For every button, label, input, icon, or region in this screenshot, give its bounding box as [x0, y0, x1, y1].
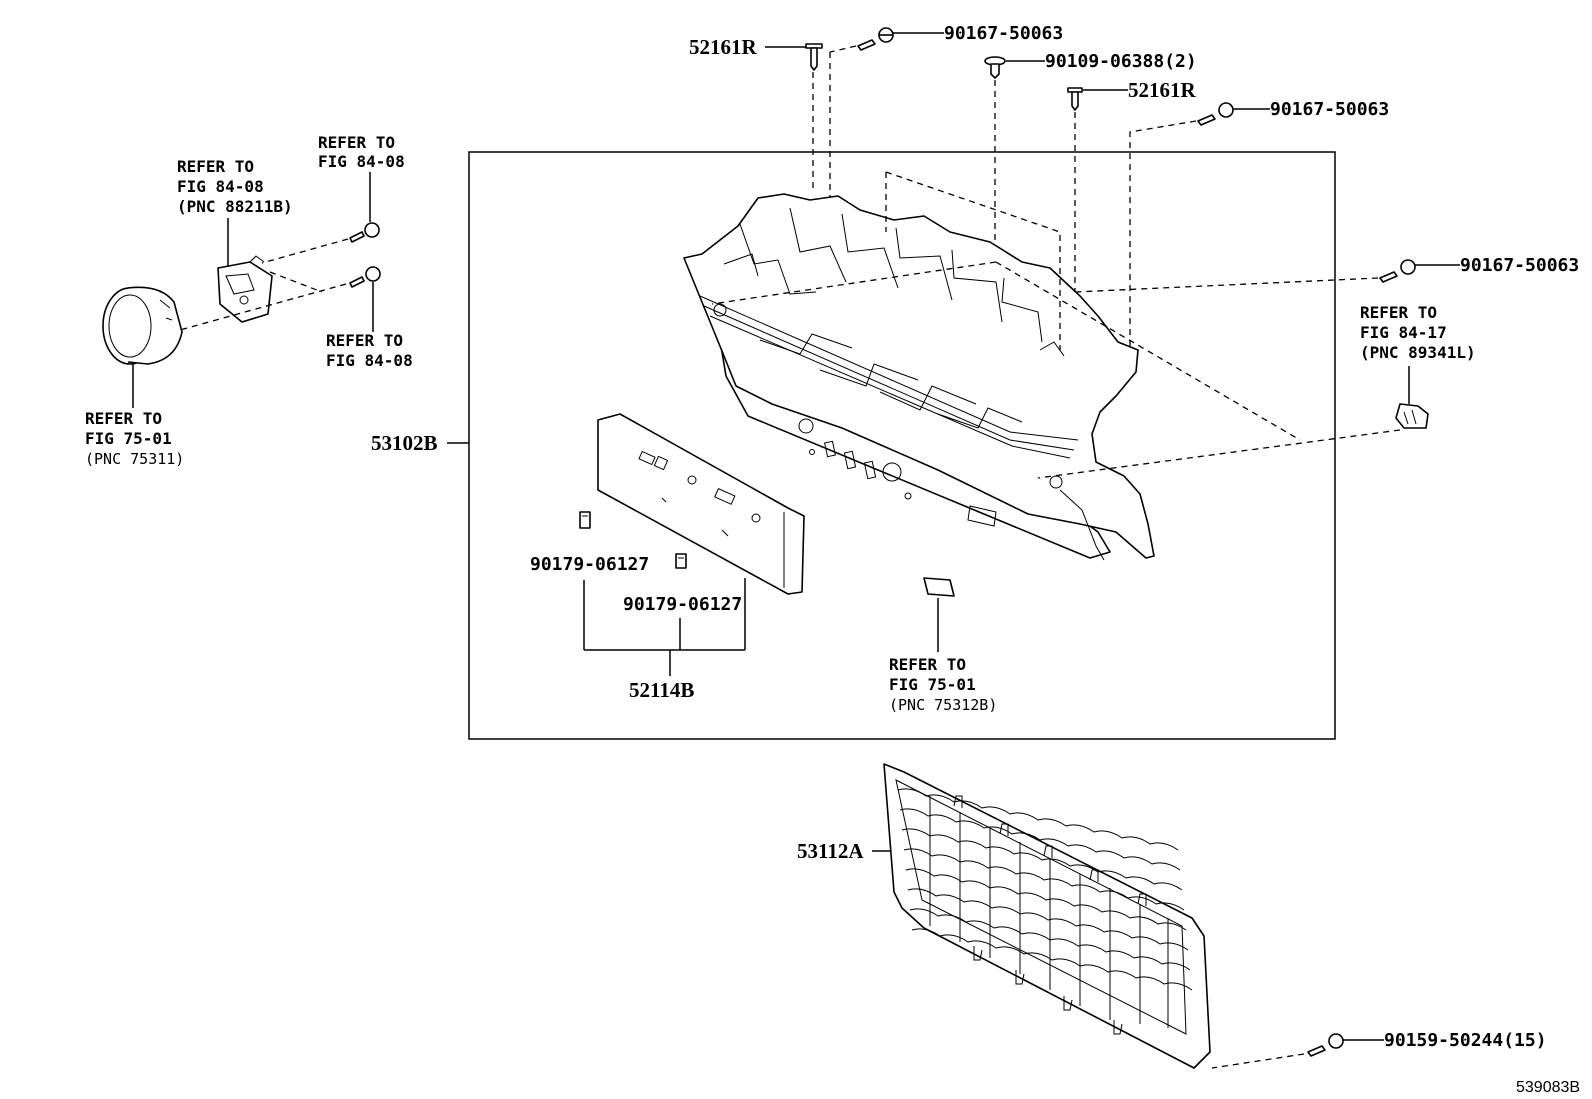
fog-lamp-bracket: [217, 255, 273, 323]
ref-fig84-08-pnc88211B: REFER TO FIG 84-08 (PNC 88211B): [177, 157, 293, 216]
part-number-90179-06127-right[interactable]: 90179-06127: [623, 594, 742, 615]
part-number-90167-50063-top[interactable]: 90167-50063: [944, 23, 1063, 44]
clip-nut-icon: [579, 511, 591, 529]
svg-text:REFER TO: REFER TO: [326, 331, 403, 350]
ref-fig84-08-mid: REFER TO FIG 84-08: [326, 331, 413, 370]
part-number-53112A[interactable]: 53112A: [797, 839, 864, 863]
clip-icon: [1067, 87, 1083, 111]
bolt-icon: [1197, 102, 1234, 126]
part-number-52161R-left[interactable]: 52161R: [689, 35, 758, 59]
part-number-90167-50063-right-upper[interactable]: 90167-50063: [1270, 99, 1389, 120]
ref-fig75-01-pnc75311: REFER TO FIG 75-01 (PNC 75311): [85, 409, 184, 468]
part-number-90167-50063-right-middle[interactable]: 90167-50063: [1460, 255, 1579, 276]
bolt-icon: [1307, 1033, 1344, 1057]
svg-text:REFER TO: REFER TO: [177, 157, 254, 176]
clip-icon: [805, 43, 823, 71]
illustration-id: 539083B: [1516, 1079, 1580, 1096]
part-number-52161R-right[interactable]: 52161R: [1128, 78, 1197, 102]
svg-text:(PNC 75311): (PNC 75311): [85, 450, 184, 468]
svg-text:(PNC 89341L): (PNC 89341L): [1360, 343, 1476, 362]
bolt-icon: [1379, 259, 1416, 283]
svg-text:REFER TO: REFER TO: [889, 655, 966, 674]
bolt-icon: [349, 222, 380, 243]
grille-mesh: [897, 788, 1193, 1028]
fog-lamp: [102, 286, 183, 365]
part-number-53102B[interactable]: 53102B: [371, 431, 438, 455]
ref-fig84-08-top: REFER TO FIG 84-08: [318, 133, 405, 171]
sensor-icon: [1395, 403, 1429, 429]
svg-text:REFER TO: REFER TO: [318, 133, 395, 152]
lower-grille: [883, 763, 1211, 1069]
part-number-90109-06388[interactable]: 90109-06388(2): [1045, 51, 1197, 72]
part-number-90159-50244[interactable]: 90159-50244(15): [1384, 1030, 1547, 1051]
svg-text:FIG 75-01: FIG 75-01: [85, 429, 172, 448]
part-number-90179-06127-left[interactable]: 90179-06127: [530, 554, 649, 575]
screw-icon: [984, 56, 1006, 79]
svg-text:FIG 84-08: FIG 84-08: [177, 177, 264, 196]
svg-text:(PNC 88211B): (PNC 88211B): [177, 197, 293, 216]
svg-text:FIG 84-08: FIG 84-08: [326, 351, 413, 370]
ref-fig75-01-pnc75312B: REFER TO FIG 75-01 (PNC 75312B): [889, 655, 997, 714]
license-plate-bracket: [597, 413, 805, 595]
svg-text:REFER TO: REFER TO: [85, 409, 162, 428]
bolt-icon: [857, 27, 894, 51]
emblem-cover: [923, 577, 955, 597]
clip-nut-icon: [675, 553, 687, 569]
svg-text:REFER TO: REFER TO: [1360, 303, 1437, 322]
svg-text:(PNC 75312B): (PNC 75312B): [889, 696, 997, 714]
svg-text:FIG 84-17: FIG 84-17: [1360, 323, 1447, 342]
bolt-icon: [349, 266, 381, 288]
svg-text:FIG 84-08: FIG 84-08: [318, 152, 405, 171]
svg-text:FIG 75-01: FIG 75-01: [889, 675, 976, 694]
assembly-frame: [468, 151, 1336, 740]
part-number-52114B[interactable]: 52114B: [629, 678, 694, 702]
ref-fig84-17-pnc89341L: REFER TO FIG 84-17 (PNC 89341L): [1360, 303, 1476, 362]
